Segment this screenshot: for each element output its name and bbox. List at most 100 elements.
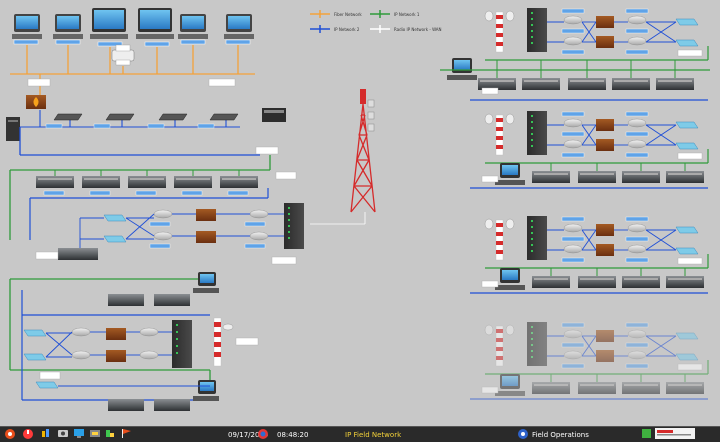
server-tower-icon (6, 117, 20, 141)
router-drum-icon (563, 350, 583, 360)
workstation-icon (495, 268, 525, 290)
network-switch-icon (675, 226, 699, 234)
fiber-network-zone (6, 8, 286, 155)
taskbar: 09/17/2015 08:48:20 IP Field Network Fie… (0, 426, 720, 442)
workstation-icon (495, 374, 525, 396)
network-switch-icon (675, 121, 699, 129)
network-switch-icon (675, 247, 699, 255)
rack-unit (522, 78, 560, 90)
left-ip-network (9, 127, 304, 265)
server-rack-icon (527, 322, 547, 366)
rack-unit-row (36, 176, 258, 188)
network-switch-icon (675, 39, 699, 47)
printer-icon (111, 44, 135, 66)
router-drum-icon (627, 36, 647, 46)
router-drum-icon (563, 36, 583, 46)
router-drum-icon (71, 327, 159, 360)
router-drum-icon (563, 118, 583, 128)
server-rack-icon (527, 216, 547, 260)
chart-icon[interactable] (42, 429, 49, 437)
router-drum-icon (627, 223, 647, 233)
router-drum-icon (627, 244, 647, 254)
rack-unit (622, 276, 660, 288)
network-legend: Fiber Network IP Network 1 IP Network 2 … (310, 10, 442, 33)
workstation-row (12, 8, 254, 39)
firewall-icon (106, 328, 126, 362)
taskbar-app-label[interactable]: Field Operations (532, 431, 589, 439)
legend-ip1-label: IP Network 1 (394, 12, 420, 17)
substation-network-4 (470, 322, 709, 400)
router-drum-icon (563, 223, 583, 233)
rack-unit (656, 78, 694, 90)
radio-mast-icon (484, 113, 515, 156)
rack-unit-row (108, 294, 190, 411)
firewall-icon (596, 224, 614, 236)
rack-unit (622, 171, 660, 183)
firewall-icon (596, 36, 614, 48)
network-switch-icon (675, 142, 699, 150)
router-drum-icon (563, 139, 583, 149)
rack-unit (612, 78, 650, 90)
camera-icon[interactable] (58, 430, 68, 437)
rack-unit (666, 276, 704, 288)
router-drum-icon (627, 139, 647, 149)
rack-unit (532, 171, 570, 183)
network-switch-icon (103, 214, 127, 243)
substation-network-1 (447, 8, 709, 101)
taskbar-status[interactable]: IP Field Network (345, 431, 402, 439)
router-drum-icon (153, 209, 269, 241)
rack-unit (532, 276, 570, 288)
workstation-icon (495, 163, 525, 185)
rack-unit (666, 382, 704, 394)
firewall-icon (596, 330, 614, 342)
network-switch-icon (675, 353, 699, 361)
firewall-icon (196, 209, 216, 243)
server-rack-icon (527, 111, 547, 155)
tools-icon[interactable] (90, 430, 100, 437)
power-icon[interactable] (23, 429, 33, 439)
start-icon[interactable] (5, 429, 15, 439)
router-drum-icon (563, 15, 583, 25)
server-rack-icon (284, 203, 304, 249)
router-drum-icon (627, 329, 647, 339)
firewall-icon (596, 119, 614, 131)
radio-mast-icon (484, 324, 515, 367)
firewall-icon (596, 16, 614, 28)
substation-network-2 (470, 111, 709, 189)
legend-fiber-label: Fiber Network (334, 12, 362, 17)
network-switch-icon (23, 329, 59, 389)
rack-unit (568, 78, 606, 90)
network-switch-icon (675, 18, 699, 26)
right-network-column (440, 8, 710, 400)
taskbar-date: 09/17/2015 (228, 431, 268, 439)
rack-unit (532, 382, 570, 394)
status-logo-icon (258, 429, 268, 439)
rack-unit (666, 171, 704, 183)
router-drum-icon (563, 244, 583, 254)
router-drum-icon (627, 350, 647, 360)
legend-radio-label: Radio IP Network - WAN (394, 27, 442, 32)
firewall-icon (596, 350, 614, 362)
server-rack-icon (527, 8, 547, 52)
taskbar-time: 08:48:20 (277, 431, 308, 439)
radio-mast-icon (484, 10, 515, 53)
router-drum-icon (563, 329, 583, 339)
rack-unit (578, 382, 616, 394)
brush-icon[interactable] (106, 430, 114, 437)
rack-unit (622, 382, 660, 394)
security-shield-icon (642, 429, 651, 438)
flag-icon[interactable] (122, 429, 131, 438)
router-drum-icon (627, 118, 647, 128)
server-rack-icon (172, 320, 192, 368)
network-switch-icon (675, 332, 699, 340)
router-drum-icon (627, 15, 647, 25)
monitor-icon[interactable] (74, 429, 84, 438)
workstation-icon (447, 58, 477, 80)
workstation-icon (193, 272, 219, 401)
radio-mast-icon (484, 218, 515, 261)
firewall-icon (596, 244, 614, 256)
firewall-icon (596, 139, 614, 151)
substation-network-3 (470, 216, 709, 294)
rack-unit (578, 276, 616, 288)
rack-unit (578, 171, 616, 183)
